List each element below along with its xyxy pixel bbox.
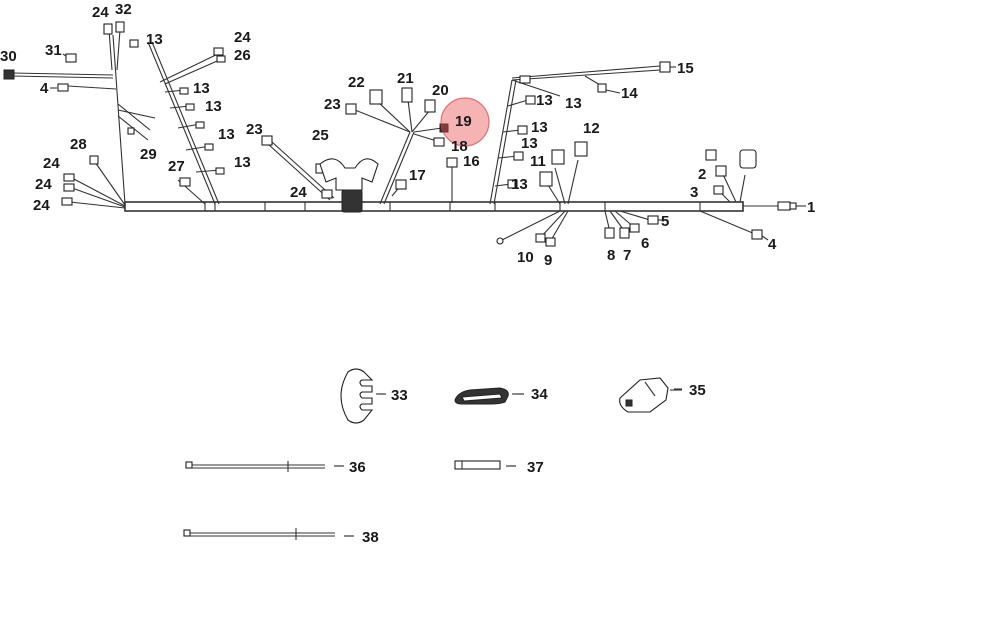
callout-2: 2 bbox=[698, 166, 706, 183]
callout-21: 21 bbox=[397, 70, 414, 87]
callout-17: 17 bbox=[409, 167, 426, 184]
right-branches bbox=[489, 65, 756, 243]
callout-19: 19 bbox=[455, 113, 472, 130]
callout-36: 36 bbox=[349, 459, 366, 476]
connector-parts bbox=[3, 21, 763, 247]
leader-lines bbox=[50, 53, 806, 537]
callout-6: 6 bbox=[641, 235, 649, 252]
callout-13-g: 13 bbox=[565, 95, 582, 112]
callout-13-e: 13 bbox=[234, 154, 251, 171]
label-dashes bbox=[335, 388, 682, 537]
callout-26: 26 bbox=[234, 47, 251, 64]
callout-31: 31 bbox=[45, 42, 62, 59]
callout-10: 10 bbox=[517, 249, 534, 266]
callout-13-b: 13 bbox=[193, 80, 210, 97]
callout-28: 28 bbox=[70, 136, 87, 153]
callout-24-center: 24 bbox=[290, 184, 307, 201]
callout-29: 29 bbox=[140, 146, 157, 163]
callout-3: 3 bbox=[690, 184, 698, 201]
callout-4-right: 4 bbox=[768, 236, 777, 253]
main-harness-trunk bbox=[124, 201, 797, 212]
callout-27: 27 bbox=[168, 158, 185, 175]
callout-5: 5 bbox=[661, 213, 669, 230]
callout-1: 1 bbox=[807, 199, 815, 216]
callout-24-left-1: 24 bbox=[43, 155, 60, 172]
callout-4-left: 4 bbox=[40, 80, 49, 97]
callout-24-left-3: 24 bbox=[33, 197, 50, 214]
callout-24-left-2: 24 bbox=[35, 176, 52, 193]
callout-32: 32 bbox=[115, 1, 132, 18]
callout-24-top: 24 bbox=[92, 4, 109, 21]
callout-23-center: 23 bbox=[324, 96, 341, 113]
callout-22: 22 bbox=[348, 74, 365, 91]
callout-11: 11 bbox=[530, 153, 546, 170]
callout-13-a: 13 bbox=[146, 31, 163, 48]
callout-35: 35 bbox=[689, 382, 706, 399]
callout-12: 12 bbox=[583, 120, 600, 137]
callout-24-upper-right: 24 bbox=[234, 29, 251, 46]
callout-labels: 1 2 3 4 4 5 6 7 8 9 10 11 12 13 13 13 13… bbox=[0, 1, 815, 546]
callout-20: 20 bbox=[432, 82, 449, 99]
part-19-highlight bbox=[440, 97, 490, 147]
callout-13-h: 13 bbox=[531, 119, 548, 136]
callout-13-i: 13 bbox=[521, 135, 538, 152]
callout-13-d: 13 bbox=[218, 126, 235, 143]
callout-7: 7 bbox=[623, 247, 631, 264]
callout-9: 9 bbox=[544, 252, 552, 269]
left-branches bbox=[11, 29, 225, 209]
callout-33: 33 bbox=[391, 387, 408, 404]
callout-37: 37 bbox=[527, 459, 544, 476]
callout-30: 30 bbox=[0, 48, 17, 65]
callout-25: 25 bbox=[312, 127, 329, 144]
callout-34: 34 bbox=[531, 386, 548, 403]
callout-38: 38 bbox=[362, 529, 379, 546]
callout-16: 16 bbox=[463, 153, 480, 170]
loose-parts bbox=[183, 368, 669, 540]
callout-23-left: 23 bbox=[246, 121, 263, 138]
callout-8: 8 bbox=[607, 247, 615, 264]
callout-13-j: 13 bbox=[511, 176, 528, 193]
callout-13-c: 13 bbox=[205, 98, 222, 115]
callout-18: 18 bbox=[451, 138, 468, 155]
callout-15: 15 bbox=[677, 60, 694, 77]
callout-13-f: 13 bbox=[536, 92, 553, 109]
callout-14: 14 bbox=[621, 85, 638, 102]
